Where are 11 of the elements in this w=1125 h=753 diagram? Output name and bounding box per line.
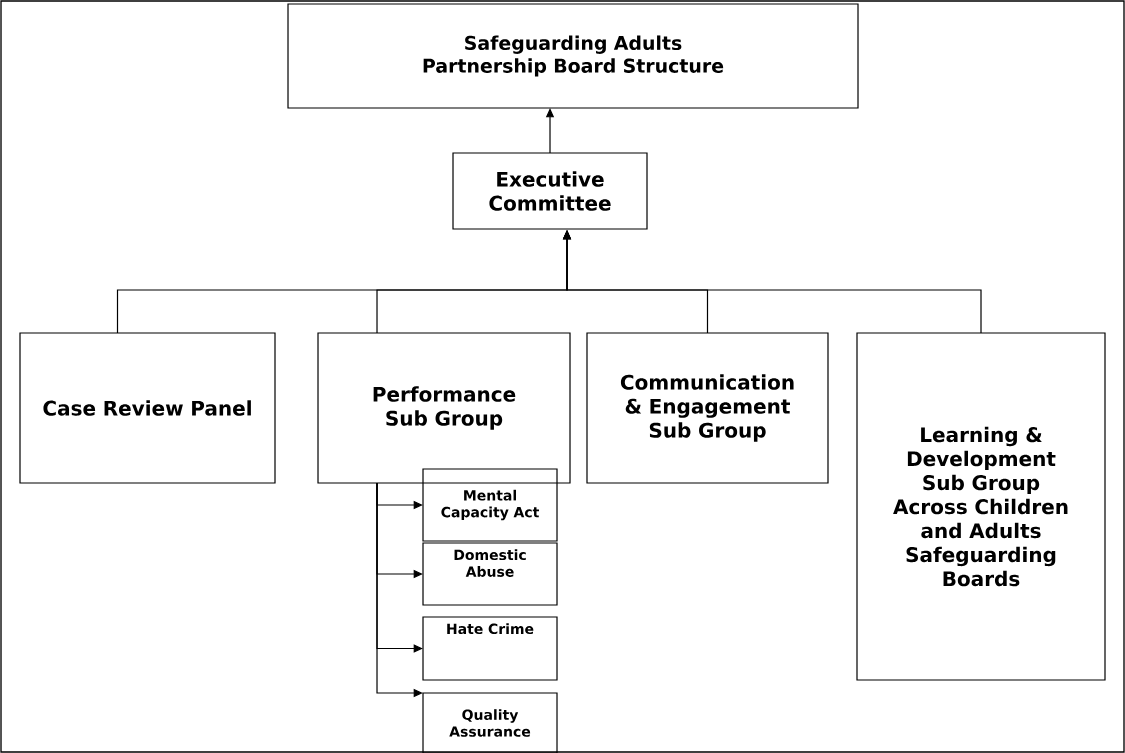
org-box: Mental Capacity Act (422, 468, 558, 542)
org-box: Learning & Development Sub Group Across Children and Adults Safeguarding Boards (856, 332, 1106, 681)
org-box: Executive Committee (452, 152, 648, 230)
org-box: Quality Assurance (422, 692, 558, 753)
org-box: Communication & Engagement Sub Group (586, 332, 829, 484)
arrow (562, 230, 982, 334)
org-box: Domestic Abuse (422, 542, 558, 606)
org-box: Performance Sub Group (317, 332, 571, 484)
org-box: Case Review Panel (19, 332, 276, 484)
org-box: Hate Crime (422, 616, 558, 681)
org-box: Safeguarding Adults Partnership Board Structure (287, 3, 859, 109)
